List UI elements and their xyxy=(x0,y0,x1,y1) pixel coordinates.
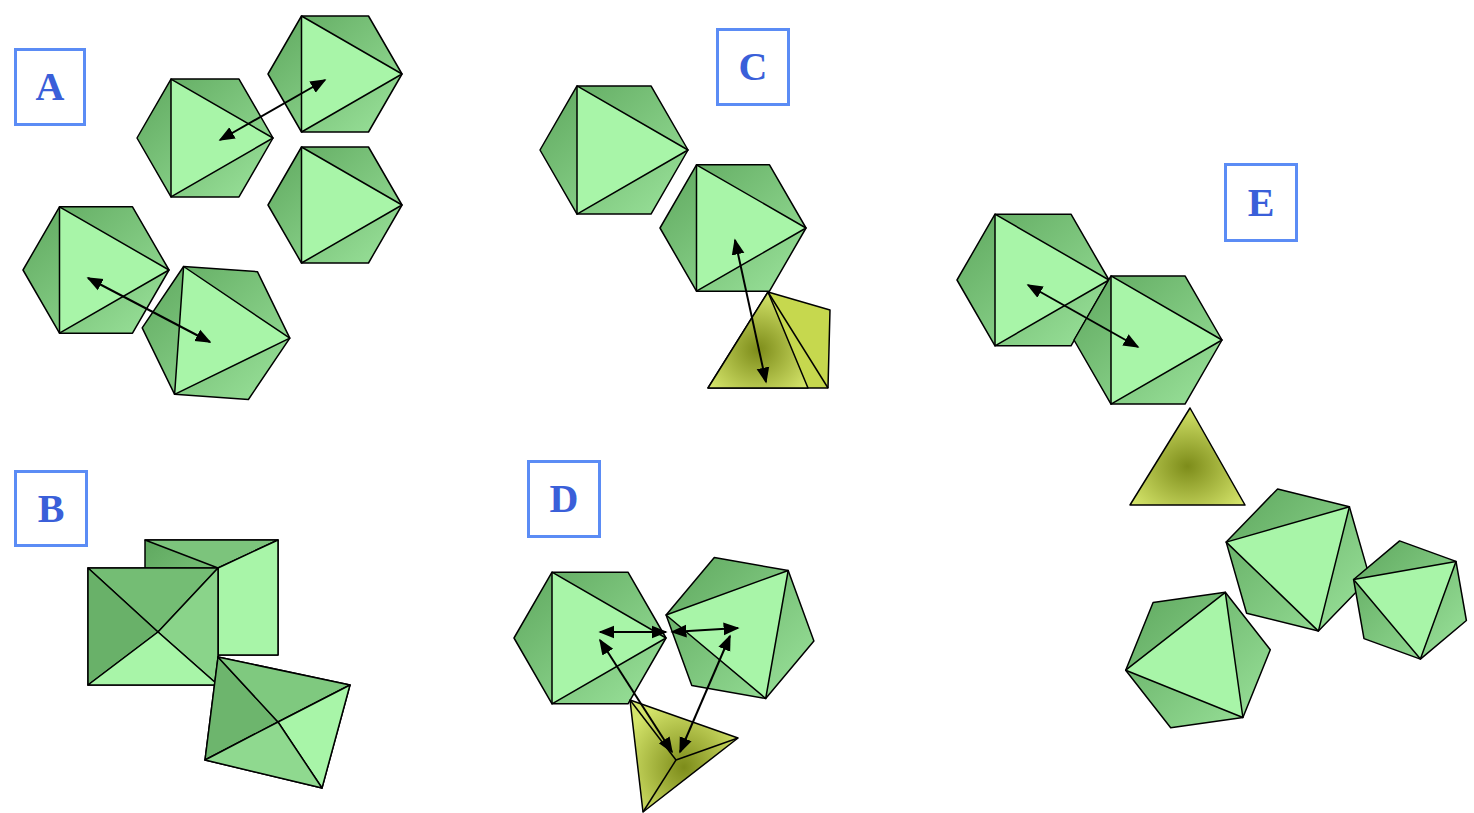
octahedron-face xyxy=(577,86,688,214)
octahedron-face xyxy=(1226,507,1349,631)
panel-label-box: D xyxy=(527,460,601,538)
octahedron-face xyxy=(1126,592,1243,717)
octahedron-face xyxy=(1226,489,1370,631)
octahedron-face xyxy=(1354,561,1456,659)
octahedron-face xyxy=(302,16,403,132)
panel-letter: A xyxy=(36,67,65,107)
octahedron-face xyxy=(660,165,806,291)
panel-label-box: B xyxy=(14,470,88,547)
octahedron-face xyxy=(666,558,814,699)
octahedron-face xyxy=(175,267,290,395)
panel-label-box: C xyxy=(716,28,790,106)
octahedron-face xyxy=(697,165,807,291)
panel-label-box: A xyxy=(14,48,86,126)
panel-letter: C xyxy=(739,47,768,87)
octahedron-face xyxy=(666,571,788,699)
octahedron-face xyxy=(23,207,169,333)
distance-arrows xyxy=(88,80,1138,752)
panel-letter: E xyxy=(1248,183,1275,223)
octahedron-face xyxy=(514,572,666,704)
octahedron-face xyxy=(268,16,402,132)
octahedron-face xyxy=(1074,276,1222,404)
octahedron-face xyxy=(1126,592,1271,727)
octahedron-face xyxy=(268,147,402,263)
square-octahedra xyxy=(88,540,350,788)
panel-letter: B xyxy=(38,489,65,529)
octahedron-face xyxy=(552,572,666,704)
octahedron-face xyxy=(142,267,290,400)
tetrahedra xyxy=(630,292,1245,812)
octahedron-face xyxy=(1111,276,1222,404)
octahedron-face xyxy=(1354,541,1467,659)
panel-label-box: E xyxy=(1224,163,1298,242)
octahedron-face xyxy=(302,147,403,263)
octahedron-face xyxy=(137,79,273,197)
panel-letter: D xyxy=(550,479,579,519)
octahedron-face xyxy=(540,86,688,214)
